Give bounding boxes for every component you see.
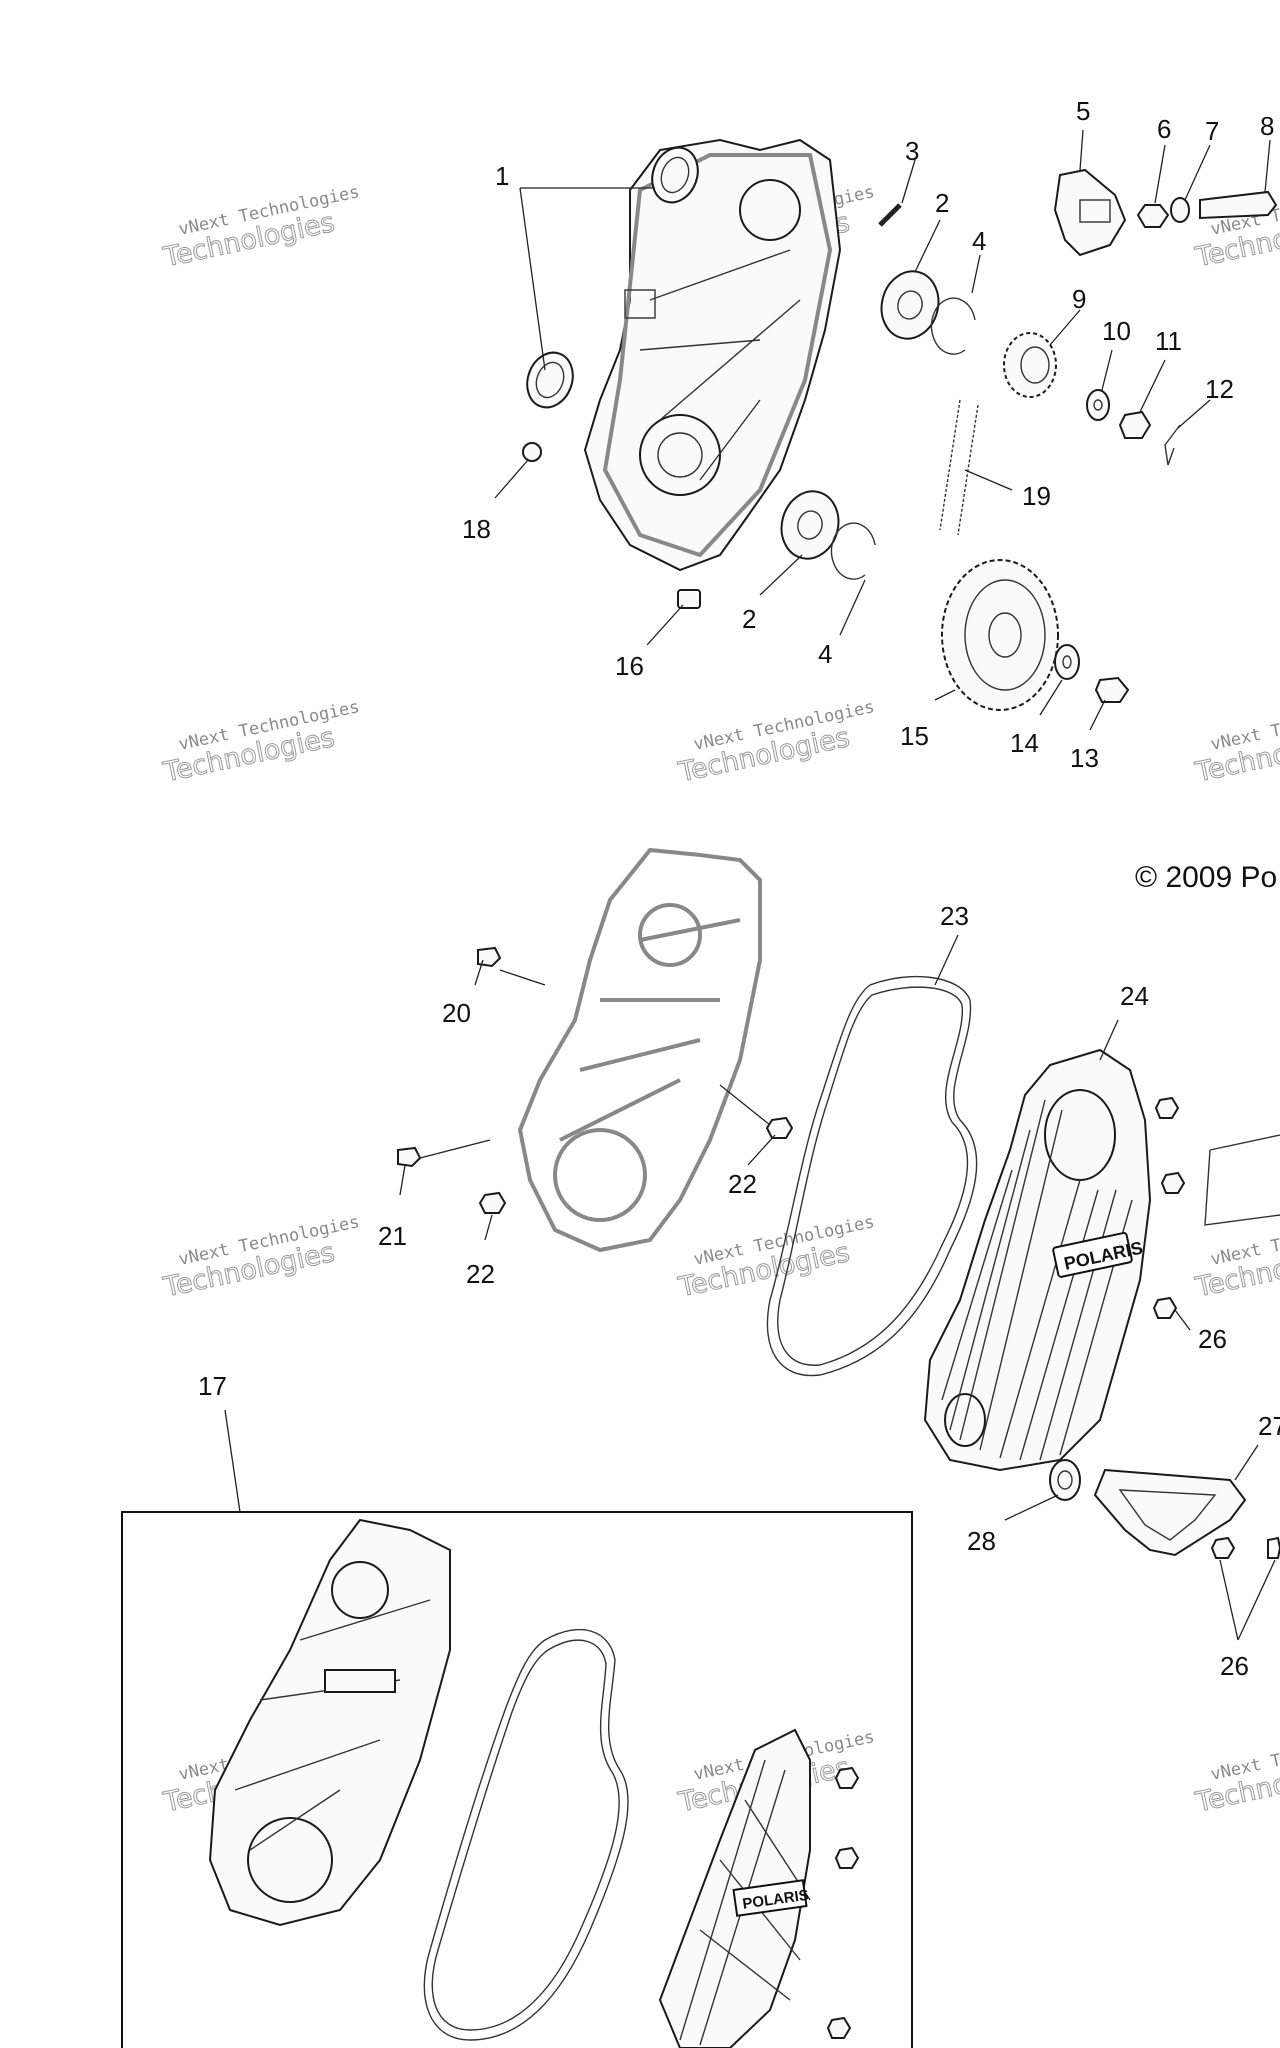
sprocket-part-15 — [941, 559, 1059, 711]
nut-part-6 — [1136, 204, 1170, 228]
tensioner-part-5 — [1053, 168, 1127, 257]
bolt-part-20 — [477, 946, 502, 968]
callout-6: 6 — [1157, 114, 1171, 144]
nut-part-22-right — [765, 1116, 794, 1139]
callout-12: 12 — [1205, 374, 1234, 404]
nut-part-11 — [1118, 410, 1152, 439]
inspection-cover-part-27 — [1093, 1468, 1247, 1557]
callout-11: 11 — [1155, 326, 1182, 356]
washer-part-7 — [1170, 197, 1190, 223]
callout-1: 1 — [495, 161, 509, 191]
callout-27: 27 — [1258, 1411, 1280, 1441]
sprocket-part-9 — [1003, 332, 1057, 398]
chain-part-19 — [939, 399, 979, 536]
washer-part-14 — [1054, 644, 1080, 680]
bearing-part-2-top — [880, 270, 940, 340]
callout-23: 23 — [940, 901, 969, 931]
callout-21: 21 — [378, 1221, 407, 1251]
callout-17: 17 — [198, 1371, 227, 1401]
bolt-part-21 — [397, 1146, 422, 1168]
bolt-part-13 — [1094, 676, 1130, 703]
snap-ring-part-4-top — [930, 297, 976, 355]
seal-part-1-bottom — [526, 351, 574, 409]
seal-part-1-top — [651, 146, 699, 204]
callout-24: 24 — [1120, 981, 1149, 1011]
gasket-part-23 — [766, 975, 978, 1377]
washer-part-10 — [1086, 389, 1110, 421]
kit-box-part-17: 17 POLARIS — [121, 1371, 913, 2048]
callout-13: 13 — [1070, 743, 1099, 773]
callout-3: 3 — [905, 136, 919, 166]
seal-part-28 — [1049, 1459, 1081, 1501]
outer-cover-part-24: POLARIS — [923, 1048, 1152, 1472]
snap-ring-part-4-bottom — [830, 522, 876, 580]
callout-20: 20 — [442, 998, 471, 1028]
callout-2b: 2 — [742, 604, 756, 634]
callout-26-upper: 26 — [1198, 1324, 1227, 1354]
callout-8: 8 — [1260, 111, 1274, 141]
callout-7: 7 — [1205, 116, 1219, 146]
callout-22-left: 22 — [466, 1259, 495, 1289]
sight-window — [1204, 1134, 1280, 1226]
bearing-part-2-bottom — [780, 490, 840, 560]
nut-part-22-left — [478, 1191, 507, 1214]
plug-part-16 — [677, 589, 701, 609]
fitting-part-18 — [522, 442, 542, 462]
callout-22-right: 22 — [728, 1169, 757, 1199]
callout-28: 28 — [967, 1526, 996, 1556]
callout-18: 18 — [462, 514, 491, 544]
chaincase-housing-upper — [583, 138, 842, 572]
callout-19: 19 — [1022, 481, 1051, 511]
chaincase-housing-middle — [517, 847, 762, 1253]
callout-16: 16 — [615, 651, 644, 681]
copyright-notice: © 2009 Po — [1135, 861, 1277, 894]
shaft-part-8 — [1199, 190, 1278, 220]
callout-15: 15 — [900, 721, 929, 751]
pin-part-3 — [878, 203, 902, 227]
callout-4b: 4 — [818, 639, 832, 669]
callout-2: 2 — [935, 188, 949, 218]
callout-10: 10 — [1102, 316, 1131, 346]
callout-26-lower: 26 — [1220, 1651, 1249, 1681]
middle-callouts: 20 21 22 22 23 24 26 27 28 26 — [378, 901, 1280, 1681]
callout-4: 4 — [972, 226, 986, 256]
callout-5: 5 — [1076, 96, 1090, 126]
callout-9: 9 — [1072, 284, 1086, 314]
callout-14: 14 — [1010, 728, 1039, 758]
cotter-pin-part-12 — [1164, 424, 1181, 466]
bolts-part-26 — [1152, 1096, 1280, 1559]
upper-callouts: 1 3 2 4 5 6 7 8 9 10 11 12 19 2 4 15 14 … — [462, 96, 1274, 773]
